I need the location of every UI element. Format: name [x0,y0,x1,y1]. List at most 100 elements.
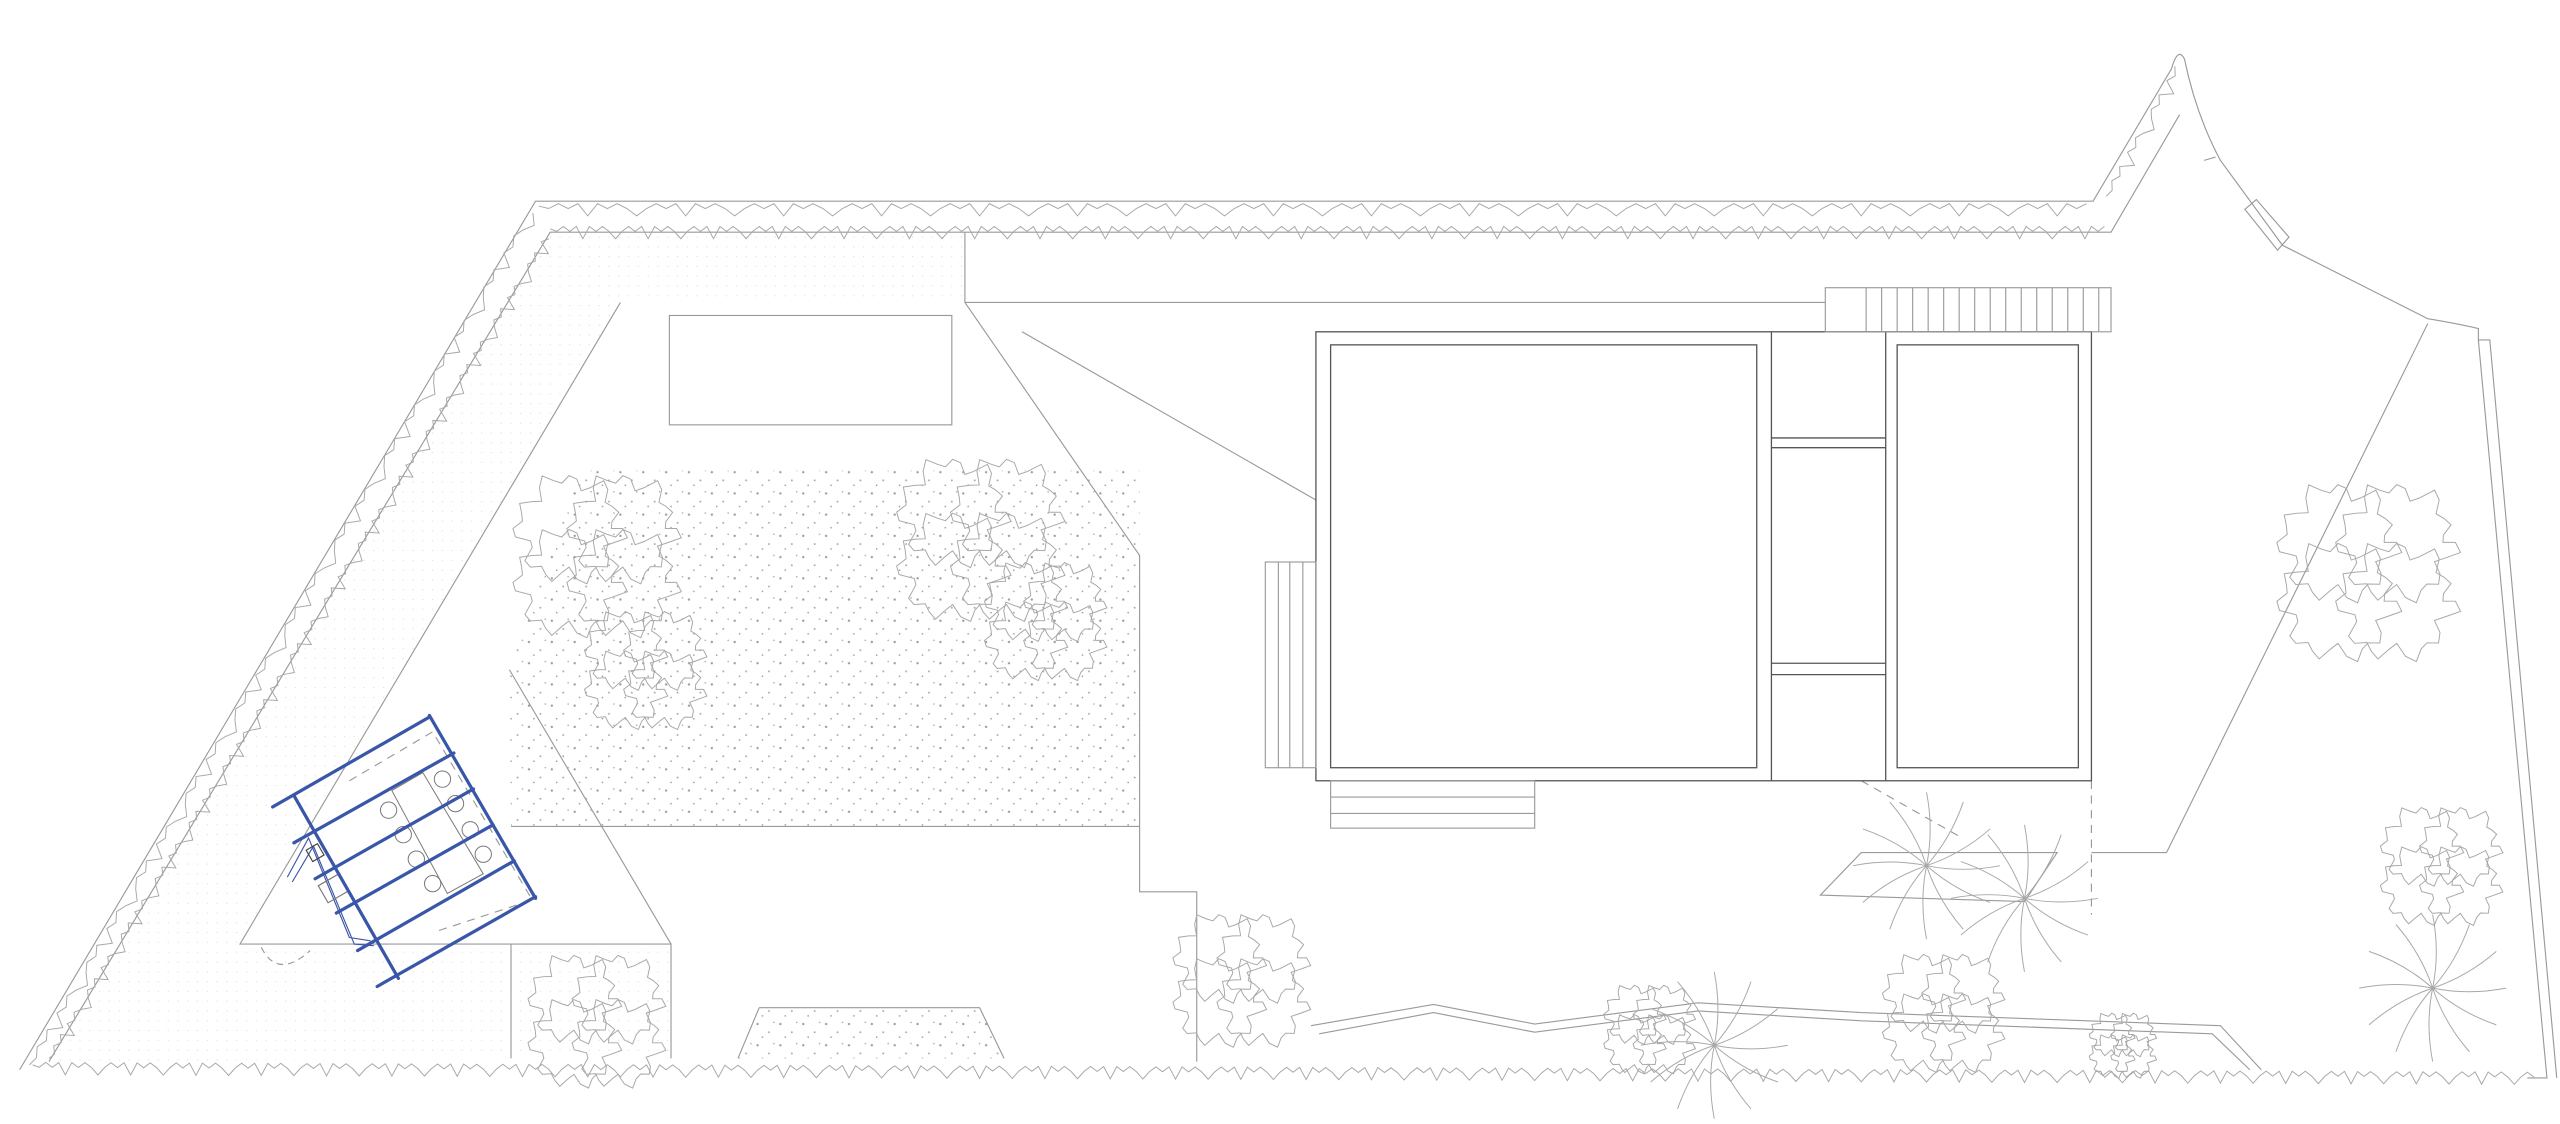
palm-frond [2359,984,2433,989]
palm-frond [2432,951,2497,989]
tree-canopy [512,475,629,585]
tree-canopy [949,512,1066,623]
palm-frond [2024,897,2089,936]
tree-canopy [1603,984,1667,1046]
hedge-line [538,203,2087,217]
palm-frond [1926,865,1964,930]
tree-canopy [571,998,667,1089]
tree-canopy [1921,993,2006,1074]
tree-canopy [896,458,1012,569]
palm-frond [2020,898,2025,972]
palm-frond [2024,898,2062,963]
hedge-line [29,213,535,1066]
tree-canopy [527,954,623,1045]
tree-canopy [983,601,1069,682]
palm-frond [1950,894,2025,899]
tree-canopy [1881,953,1967,1034]
tree-canopy [1603,1014,1667,1075]
palm-frond [1926,801,1964,866]
tree-canopy [2419,846,2504,927]
palm-frond [1650,1044,1715,1083]
palm-frond [1713,1045,1752,1110]
palm-frond [1922,865,1928,940]
palm-frond [2428,988,2434,1062]
palm-frond [1677,981,1715,1046]
tree-canopy [566,528,682,639]
palm-frond [1710,1045,1715,1119]
tree-canopy [1023,562,1108,643]
building [1315,331,2093,782]
palm-frond [1714,1008,1779,1046]
palm-frond [2024,897,2099,903]
tree-canopy [2088,1012,2136,1058]
palm-frond [1889,865,1927,930]
tree-canopy [2379,846,2465,927]
tree-canopy [2276,542,2403,663]
tree-canopy [2335,484,2462,604]
palm-frond [2024,834,2062,899]
hedge-line [2105,66,2176,197]
steps [1264,287,2112,829]
tree-canopy [1881,993,1967,1074]
palm-frond [2432,987,2470,1053]
tree-canopy [583,611,669,691]
tree-canopy [1216,914,1312,1004]
gravel-terrace [509,470,1140,1059]
tree-canopy [1216,958,1312,1048]
planter-bed [668,314,953,426]
palm-frond [1862,865,1927,903]
palm-frond [1960,861,2025,899]
palm-frond [2024,861,2089,899]
tree-canopy [512,528,629,639]
tree-canopy [2379,806,2465,887]
palm-frond [1713,1044,1779,1083]
palm-frond [1852,861,1927,867]
tree-canopy [1632,1014,1697,1075]
palm-frond [1862,828,1927,867]
tree-canopy [2088,1034,2136,1079]
palm-frond [1987,898,2025,963]
trees [512,458,2507,1119]
pergola [260,713,538,989]
tree-canopy [2110,1034,2158,1079]
tree-canopy [2335,542,2462,663]
palm-frond [2432,987,2507,993]
palm-frond [1650,1008,1715,1046]
palm-frond [1713,971,1719,1046]
palm-frond [2395,924,2434,989]
palm-frond [1926,865,2001,870]
tree-canopy [949,458,1066,569]
tree-canopy [983,562,1069,643]
palm-frond [1960,897,2025,936]
tree-canopy [2276,484,2403,604]
palm-frond [1889,801,1927,866]
palm-frond [1713,981,1752,1046]
tree-canopy [1172,914,1268,1004]
tree-canopy [896,512,1012,623]
tree-canopy [2419,806,2504,887]
palm-frond [2395,987,2434,1052]
tree-canopy [623,650,708,731]
palm-frond [2432,987,2497,1026]
palm-frond [2024,824,2029,899]
palm-frond [1926,792,1931,866]
tree-canopy [623,611,708,691]
palm-frond [1987,834,2025,899]
paths [238,232,2429,1071]
tree-canopy [2110,1012,2158,1058]
tree-canopy [566,475,682,585]
palm-frond [1926,865,1991,903]
palm-frond [1926,828,1991,867]
palm-frond [2432,924,2470,989]
palm-frond [1714,1044,1788,1050]
tree-canopy [1172,958,1268,1048]
palm-frond [2368,987,2433,1026]
palm-frond [2368,950,2433,989]
palm-frond [1677,1044,1715,1110]
hedge-line [32,1061,2535,1086]
palm-frond [1640,1041,1715,1046]
tree-canopy [583,650,669,731]
tree-canopy [527,998,623,1089]
tree-canopy [1023,601,1108,682]
